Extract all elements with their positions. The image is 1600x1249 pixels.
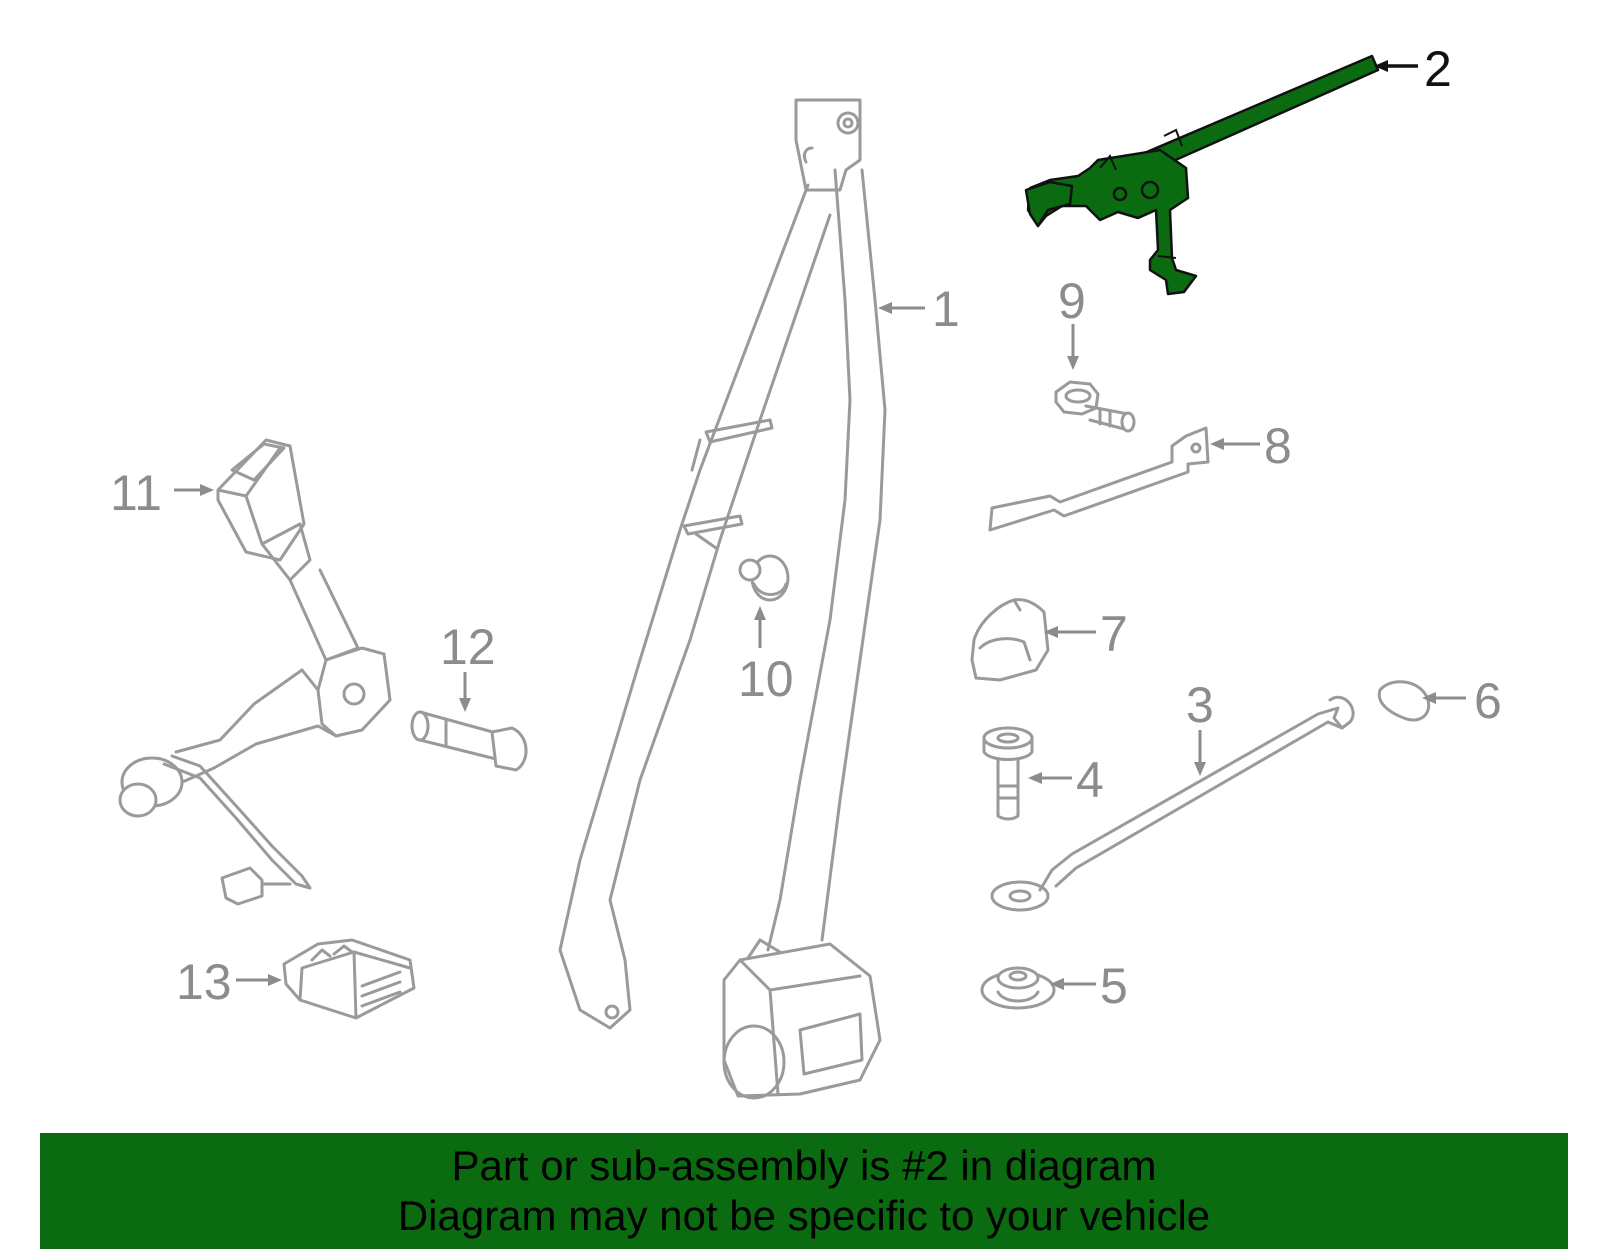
part-12-pin[interactable]	[410, 710, 528, 772]
banner-line-2: Diagram may not be specific to your vehi…	[397, 1192, 1211, 1239]
callout-13: 13	[176, 954, 232, 1010]
callout-3: 3	[1186, 677, 1214, 733]
callout-4: 4	[1076, 752, 1104, 808]
part-4-bolt[interactable]	[982, 726, 1034, 821]
part-9-bolt[interactable]	[1054, 380, 1136, 433]
part-6-cap[interactable]	[1377, 680, 1431, 722]
callout-11: 11	[110, 465, 162, 521]
banner-line-1: Part or sub-assembly is #2 in diagram	[451, 1142, 1157, 1189]
part-2-highlighted[interactable]	[1024, 54, 1380, 296]
callout-2: 2	[1424, 41, 1452, 97]
part-5-nut[interactable]	[980, 966, 1056, 1010]
part-3-rod[interactable]	[990, 696, 1355, 912]
callout-12: 12	[440, 619, 496, 675]
callout-6: 6	[1474, 673, 1502, 729]
callout-1: 1	[932, 281, 960, 337]
callout-8: 8	[1264, 418, 1292, 474]
callout-10: 10	[738, 651, 794, 707]
callout-9: 9	[1058, 273, 1086, 329]
part-8-bracket[interactable]	[988, 426, 1210, 532]
part-1-seat-belt[interactable]	[558, 98, 887, 1100]
callout-7: 7	[1100, 606, 1128, 662]
part-10-clip[interactable]	[738, 554, 790, 602]
callout-5: 5	[1100, 958, 1128, 1014]
info-banner: Part or sub-assembly is #2 in diagram Di…	[40, 1133, 1568, 1249]
part-13-module[interactable]	[282, 938, 416, 1020]
part-7-cover[interactable]	[970, 598, 1050, 682]
part-11-buckle[interactable]	[118, 438, 392, 906]
